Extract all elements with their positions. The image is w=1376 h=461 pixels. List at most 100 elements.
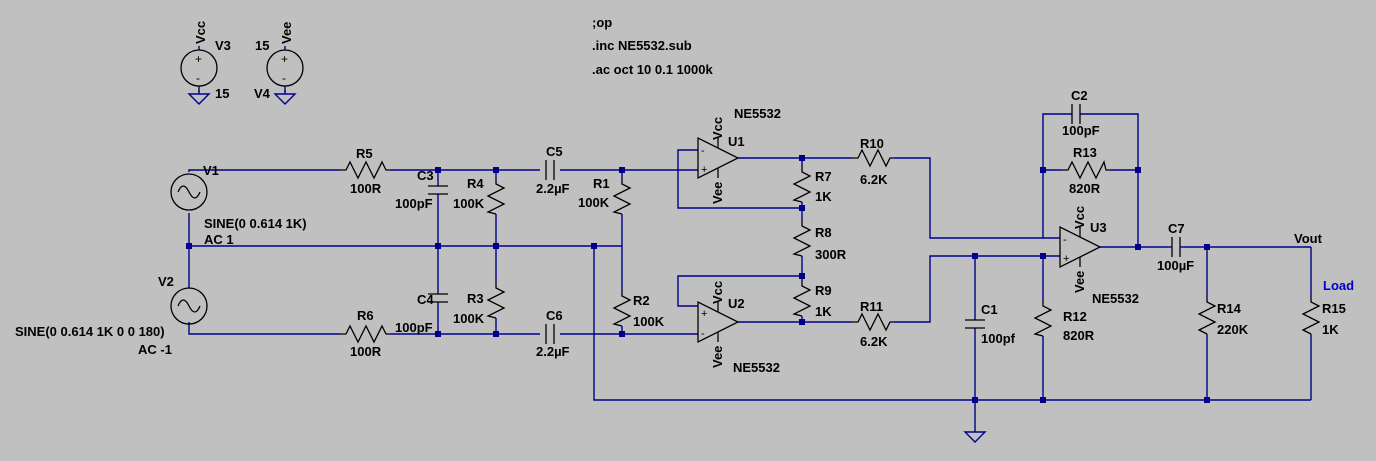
resistor-r11[interactable]: R11 6.2K — [852, 299, 894, 349]
capacitor-c4[interactable]: C4 100pF — [395, 292, 448, 335]
resistor-r4[interactable]: R4 100K — [453, 176, 506, 215]
u2-vcc-label: Vcc — [710, 281, 725, 304]
c5-name: C5 — [546, 144, 563, 159]
r4-name: R4 — [467, 176, 484, 191]
resistor-r8[interactable]: R8 300R — [792, 220, 847, 262]
v3-name: V3 — [215, 38, 231, 53]
u2-name: U2 — [728, 296, 745, 311]
capacitor-c1[interactable]: C1 100pf — [965, 302, 1016, 346]
c5-value: 2.2µF — [536, 181, 570, 196]
r15-name: R15 — [1322, 301, 1346, 316]
r3-value: 100K — [453, 311, 485, 326]
source-v4[interactable]: + - Vee 15 V4 — [254, 22, 304, 105]
net-label-vout: Vout — [1294, 231, 1323, 246]
r13-value: 820R — [1069, 181, 1101, 196]
u2-minus-sign: - — [701, 328, 705, 340]
v1-value: SINE(0 0.614 1K) — [204, 216, 307, 231]
source-v2[interactable]: V2 SINE(0 0.614 1K 0 0 180) AC -1 — [15, 274, 208, 357]
net-label-load: Load — [1323, 278, 1354, 293]
u1-vcc-label: Vcc — [710, 117, 725, 140]
c4-name: C4 — [417, 292, 434, 307]
v2-ac: AC -1 — [138, 342, 172, 357]
resistor-r15[interactable]: R15 1K — [1301, 296, 1346, 337]
v3-value: 15 — [215, 86, 229, 101]
r7-name: R7 — [815, 169, 832, 184]
capacitor-c7[interactable]: C7 100µF — [1157, 221, 1194, 273]
r5-value: 100R — [350, 181, 382, 196]
r3-name: R3 — [467, 291, 484, 306]
ground-icon — [964, 427, 986, 443]
resistor-r9[interactable]: R9 1K — [792, 280, 832, 319]
resistor-r7[interactable]: R7 1K — [792, 166, 832, 204]
u2-plus-sign: + — [701, 308, 707, 320]
capacitor-c3[interactable]: C3 100pF — [395, 168, 448, 211]
r1-value: 100K — [578, 195, 610, 210]
u2-vee-label: Vee — [710, 346, 725, 368]
directive-op: ;op — [592, 15, 612, 30]
c7-value: 100µF — [1157, 258, 1194, 273]
spice-directives: ;op .inc NE5532.sub .ac oct 10 0.1 1000k — [592, 15, 713, 77]
r8-value: 300R — [815, 247, 847, 262]
resistor-r5[interactable]: R5 100R — [340, 146, 390, 196]
v4-plus-sign: + — [281, 52, 288, 66]
junction-dots — [186, 155, 1210, 403]
r14-name: R14 — [1217, 301, 1242, 316]
u3-model: NE5532 — [1092, 291, 1139, 306]
resistor-r13[interactable]: R13 820R — [1062, 145, 1110, 196]
v4-minus-sign: - — [282, 71, 286, 85]
resistor-r14[interactable]: R14 220K — [1197, 296, 1249, 337]
source-v3[interactable]: + - Vcc V3 15 — [180, 21, 231, 105]
source-v1[interactable]: V1 SINE(0 0.614 1K) AC 1 — [170, 163, 307, 247]
c6-name: C6 — [546, 308, 563, 323]
opamp-u3[interactable]: - + Vcc Vee U3 NE5532 — [1059, 206, 1139, 306]
v4-value: 15 — [255, 38, 269, 53]
u3-name: U3 — [1090, 220, 1107, 235]
u1-minus-sign: - — [701, 145, 705, 157]
u3-minus-sign: - — [1063, 234, 1067, 246]
opamp-u2[interactable]: + - Vcc Vee U2 NE5532 — [697, 281, 780, 375]
c1-name: C1 — [981, 302, 998, 317]
r7-value: 1K — [815, 189, 832, 204]
resistor-r3[interactable]: R3 100K — [453, 282, 506, 326]
r6-name: R6 — [357, 308, 374, 323]
r2-name: R2 — [633, 293, 650, 308]
v3-minus-sign: - — [196, 71, 200, 85]
directive-inc: .inc NE5532.sub — [592, 38, 692, 53]
r10-value: 6.2K — [860, 172, 888, 187]
capacitor-c5[interactable]: C5 2.2µF — [536, 144, 570, 196]
v3-plus-sign: + — [195, 52, 202, 66]
resistor-r6[interactable]: R6 100R — [340, 308, 390, 359]
capacitor-c2[interactable]: C2 100pF — [1062, 88, 1100, 138]
c1-value: 100pf — [981, 331, 1016, 346]
resistor-r2[interactable]: R2 100K — [612, 290, 665, 329]
v2-value: SINE(0 0.614 1K 0 0 180) — [15, 324, 165, 339]
c7-name: C7 — [1168, 221, 1185, 236]
r10-name: R10 — [860, 136, 884, 151]
r2-value: 100K — [633, 314, 665, 329]
u3-vcc-label: Vcc — [1072, 206, 1087, 229]
r5-name: R5 — [356, 146, 373, 161]
r12-name: R12 — [1063, 309, 1087, 324]
v4-name: V4 — [254, 86, 271, 101]
u3-vee-label: Vee — [1072, 271, 1087, 293]
wires — [188, 86, 1312, 428]
u1-vee-label: Vee — [710, 182, 725, 204]
resistor-r1[interactable]: R1 100K — [578, 176, 632, 215]
v1-name: V1 — [203, 163, 219, 178]
capacitor-c6[interactable]: C6 2.2µF — [536, 308, 570, 359]
u1-model: NE5532 — [734, 106, 781, 121]
r4-value: 100K — [453, 196, 485, 211]
v3-node-label: Vcc — [193, 21, 208, 44]
v3-ground-icon — [188, 89, 210, 105]
u3-plus-sign: + — [1063, 253, 1069, 265]
v4-node-label: Vee — [279, 22, 294, 44]
r12-value: 820R — [1063, 328, 1095, 343]
c2-name: C2 — [1071, 88, 1088, 103]
c2-value: 100pF — [1062, 123, 1100, 138]
resistor-r10[interactable]: R10 6.2K — [852, 136, 894, 187]
r6-value: 100R — [350, 344, 382, 359]
v2-name: V2 — [158, 274, 174, 289]
r1-name: R1 — [593, 176, 610, 191]
opamp-u1[interactable]: - + Vcc Vee U1 NE5532 — [697, 106, 781, 204]
resistor-r12[interactable]: R12 820R — [1033, 300, 1095, 343]
